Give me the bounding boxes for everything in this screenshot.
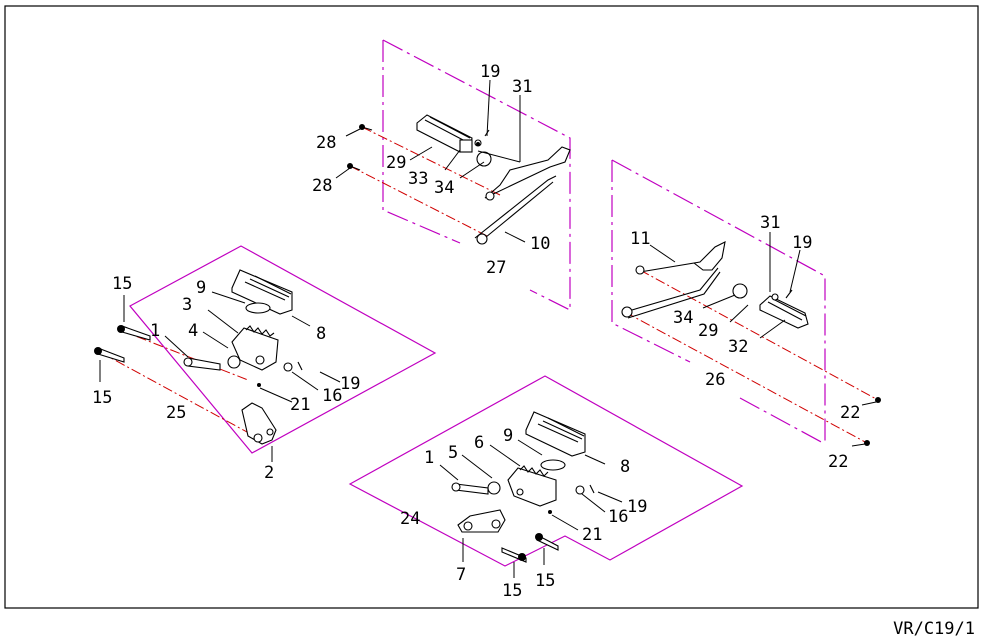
group-25-centerlines: [99, 329, 259, 439]
callout-19: 19: [480, 62, 500, 82]
bolts-15-lower: [501, 533, 559, 563]
callout-19: 19: [627, 497, 647, 517]
callout-28: 28: [316, 133, 336, 153]
footrest-rubber-lower: [525, 411, 586, 471]
callout-19: 19: [792, 233, 812, 253]
callout-31: 31: [512, 77, 532, 97]
footrest-bracket-upper: [474, 129, 571, 245]
pin-1-lower: [451, 482, 489, 495]
footrest-rubber-right: [732, 283, 809, 329]
group-25-outline: [129, 245, 437, 454]
callout-4: 4: [188, 321, 198, 341]
leader-lines-group-25: [99, 291, 341, 462]
callout-19: 19: [340, 374, 360, 394]
callout-21: 21: [582, 525, 602, 545]
callout-11: 11: [630, 229, 650, 249]
callout-29: 29: [386, 153, 406, 173]
bolts-15-left: [94, 325, 151, 363]
callout-25: 25: [166, 403, 186, 423]
group-27-centerlines: [349, 126, 501, 237]
callout-32: 32: [728, 337, 748, 357]
group-26-centerlines: [624, 269, 879, 444]
callout-1: 1: [424, 448, 434, 468]
footrest-left-body: [227, 325, 303, 387]
callout-21: 21: [290, 395, 310, 415]
callout-15: 15: [502, 581, 522, 601]
callout-15: 15: [535, 571, 555, 591]
leader-lines-group-27: [335, 79, 526, 243]
pin-1-left: [183, 357, 221, 371]
callout-15: 15: [92, 388, 112, 408]
group-26-outline: [611, 159, 826, 445]
callout-5: 5: [448, 443, 458, 463]
footrest-bracket-right: [621, 241, 726, 319]
callout-labels: 28 28 19 31 29 33 34 10 27 11 31 19 34 2…: [92, 62, 860, 601]
callout-29: 29: [698, 321, 718, 341]
footrest-rubber-upper: [416, 114, 473, 153]
drawing-code: VR/C19/1: [893, 619, 975, 639]
callout-16: 16: [322, 386, 342, 406]
callout-31: 31: [760, 213, 780, 233]
callout-16: 16: [608, 507, 628, 527]
callout-34: 34: [434, 178, 454, 198]
callout-3: 3: [182, 295, 192, 315]
group-27-outline: [382, 39, 571, 311]
callout-22: 22: [828, 452, 848, 472]
callout-9: 9: [196, 278, 206, 298]
callout-15: 15: [112, 274, 132, 294]
footrest-rubber-left: [231, 269, 293, 315]
callout-22: 22: [840, 403, 860, 423]
bolts-28: [347, 124, 373, 171]
bolts-22: [864, 397, 881, 446]
callout-34: 34: [673, 308, 693, 328]
callout-24: 24: [400, 509, 420, 529]
callout-9: 9: [503, 426, 513, 446]
callout-7: 7: [456, 565, 466, 585]
callout-8: 8: [316, 324, 326, 344]
callout-10: 10: [530, 234, 550, 254]
callout-28: 28: [312, 176, 332, 196]
bracket-7: [457, 509, 506, 533]
callout-33: 33: [408, 169, 428, 189]
callout-1: 1: [150, 321, 160, 341]
footrest-lower-body: [487, 465, 595, 514]
group-24-outline: [348, 375, 744, 567]
callout-26: 26: [705, 370, 725, 390]
callout-8: 8: [620, 457, 630, 477]
drawing-border: [4, 5, 979, 609]
callout-6: 6: [474, 433, 484, 453]
bracket-2: [241, 402, 277, 445]
leader-lines-group-26: [649, 232, 877, 447]
callout-2: 2: [264, 463, 274, 483]
callout-27: 27: [486, 258, 506, 278]
leader-lines-group-24: [439, 439, 623, 578]
